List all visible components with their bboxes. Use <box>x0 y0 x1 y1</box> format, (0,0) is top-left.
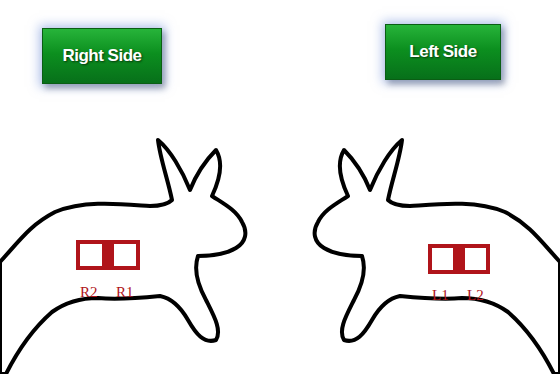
patch-pair <box>428 244 490 274</box>
button-box: Right Side <box>42 28 162 84</box>
patch-label: R1 <box>116 284 134 301</box>
button-label: Left Side <box>409 42 476 62</box>
rabbit-outline <box>315 140 560 374</box>
patch-label: L2 <box>467 287 484 304</box>
rabbit-outline <box>0 140 245 374</box>
patch-label: L1 <box>432 287 449 304</box>
button-box: Left Side <box>385 24 501 80</box>
button-label: Right Side <box>62 46 141 66</box>
patch-pair <box>76 240 140 270</box>
patch-label: R2 <box>80 284 98 301</box>
